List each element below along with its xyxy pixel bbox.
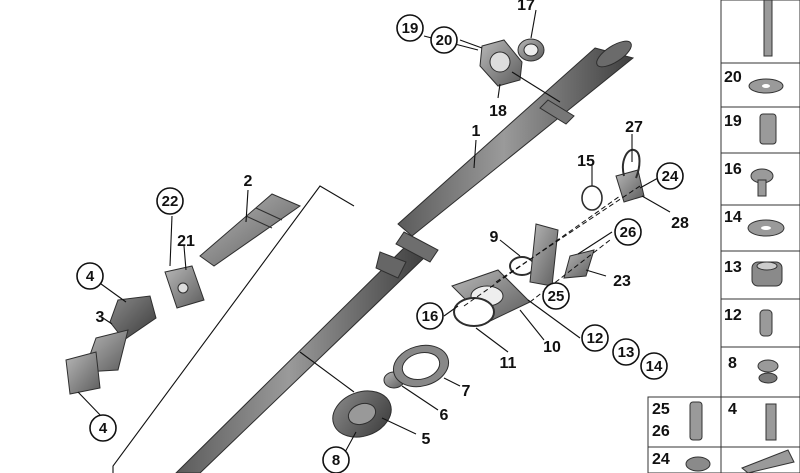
callout-25-circle (542, 282, 570, 310)
callout-24-circle (656, 162, 684, 190)
callout-13-circle (612, 338, 640, 366)
callout-19-circle (396, 14, 424, 42)
callout-7: 7 (462, 383, 471, 400)
callout-16-circle (416, 302, 444, 330)
callout-25: 25 (548, 288, 565, 305)
assembly-bracket-lines (112, 185, 355, 473)
callout-26-circle (614, 218, 642, 246)
legend-label-25: 25 (652, 401, 670, 418)
steering-column-shaft (175, 40, 635, 473)
upper-clamp-group (479, 38, 545, 87)
callout-17: 17 (517, 0, 535, 14)
bolt-long-icon (763, 0, 773, 57)
legend-row-24 (647, 446, 722, 473)
callout-10: 10 (543, 339, 561, 356)
callout-8-circle (322, 446, 350, 473)
callout-4-lower: 4 (99, 420, 108, 437)
callout-24: 24 (662, 168, 679, 185)
legend-label-8: 8 (728, 355, 737, 372)
callout-28: 28 (671, 215, 689, 232)
callout-22: 22 (162, 193, 179, 210)
callout-4-lower-circle (89, 414, 117, 442)
callout-14-circle (640, 352, 668, 380)
callout-9: 9 (490, 229, 499, 246)
callout-1: 1 (472, 123, 481, 140)
callout-20-circle (430, 26, 458, 54)
intermediate-shaft-group (65, 193, 302, 395)
callout-18: 18 (489, 103, 507, 120)
callout-12-circle (581, 324, 609, 352)
flange-bolt-icon (757, 359, 779, 373)
pointer-wedge-icon (741, 449, 795, 473)
callout-8: 8 (332, 452, 340, 469)
legend-label-16: 16 (724, 161, 742, 178)
legend-label-13: 13 (724, 259, 742, 276)
hex-bolt-icon (765, 403, 777, 441)
callout-4-upper-circle (76, 262, 104, 290)
callout-4-upper: 4 (86, 268, 95, 285)
socket-bolt-icon (759, 113, 777, 145)
callout-14: 14 (646, 358, 663, 375)
legend-label-20: 20 (724, 69, 742, 86)
legend-row-4 (720, 396, 800, 448)
callout-labels: 17 19 20 18 1 2 22 21 4 3 4 15 27 24 28 … (76, 0, 689, 473)
legend-label-12: 12 (724, 307, 742, 324)
legend-label-14: 14 (724, 209, 742, 226)
callout-16: 16 (422, 308, 439, 325)
nut-icon (685, 456, 711, 472)
callout-23: 23 (613, 273, 631, 290)
callout-15: 15 (577, 153, 595, 170)
leader-lines (77, 9, 671, 455)
callout-26: 26 (620, 224, 637, 241)
callout-21: 21 (177, 233, 195, 250)
legend-label-19: 19 (724, 113, 742, 130)
callout-2: 2 (244, 173, 253, 190)
callout-22-circle (156, 187, 184, 215)
callout-13: 13 (618, 344, 635, 361)
callout-5: 5 (422, 431, 431, 448)
callout-27: 27 (625, 119, 643, 136)
callout-3: 3 (96, 309, 105, 326)
callout-19: 19 (402, 20, 419, 37)
parts-legend-panel: 20 19 16 14 13 12 8 25 26 4 24 (647, 0, 800, 473)
legend-row-8 (720, 346, 800, 398)
cap-screw-icon (689, 401, 703, 441)
legend-label-26: 26 (652, 423, 670, 440)
legend-label-4: 4 (728, 401, 737, 418)
lower-seal-group (332, 344, 450, 438)
callout-6: 6 (440, 407, 449, 424)
callout-12: 12 (587, 330, 604, 347)
column-bracket-group (451, 148, 645, 327)
callout-20: 20 (436, 32, 453, 49)
legend-label-24: 24 (652, 451, 670, 468)
callout-11: 11 (500, 355, 517, 372)
pin-icon (759, 309, 773, 337)
